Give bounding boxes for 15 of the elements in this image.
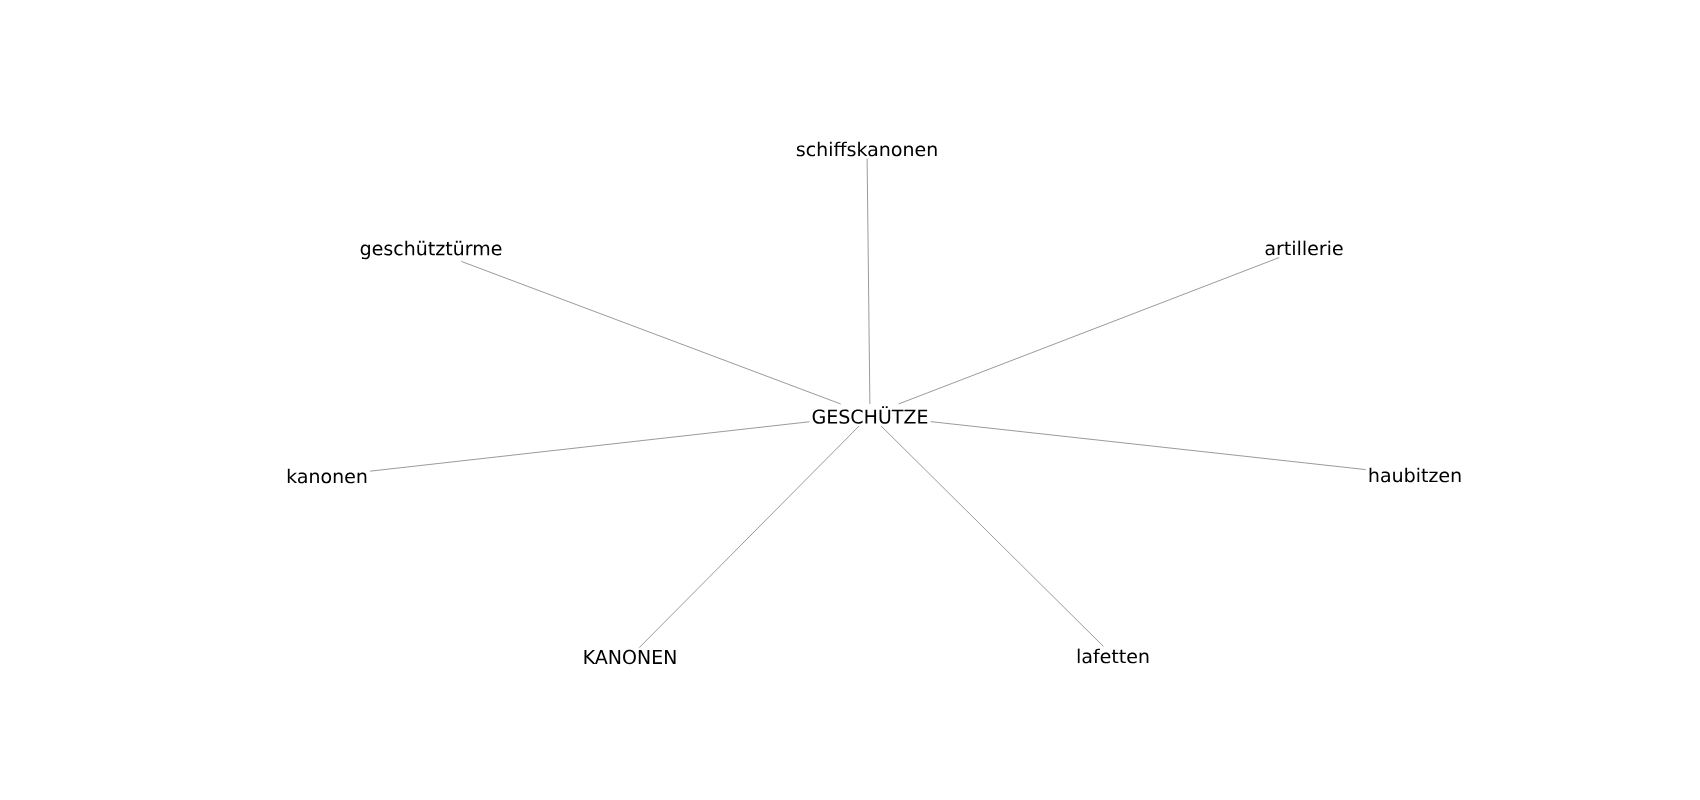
term-label: schiffskanonen xyxy=(796,141,937,157)
connector-line xyxy=(369,421,810,472)
term-label: GESCHÜTZE xyxy=(812,406,928,424)
term-label: lafetten xyxy=(1077,648,1149,664)
connector-line xyxy=(898,257,1280,405)
connector-line xyxy=(880,425,1104,647)
term-label: geschütztürme xyxy=(360,240,502,260)
term-label: kanonen xyxy=(287,468,367,484)
term-label: haubitzen xyxy=(1369,467,1461,483)
connector-line xyxy=(866,158,871,405)
connector-line xyxy=(930,421,1367,470)
term-label: KANONEN xyxy=(584,649,676,665)
connector-line xyxy=(638,425,860,648)
term-label: artillerie xyxy=(1265,240,1343,256)
connector-line xyxy=(460,261,842,405)
